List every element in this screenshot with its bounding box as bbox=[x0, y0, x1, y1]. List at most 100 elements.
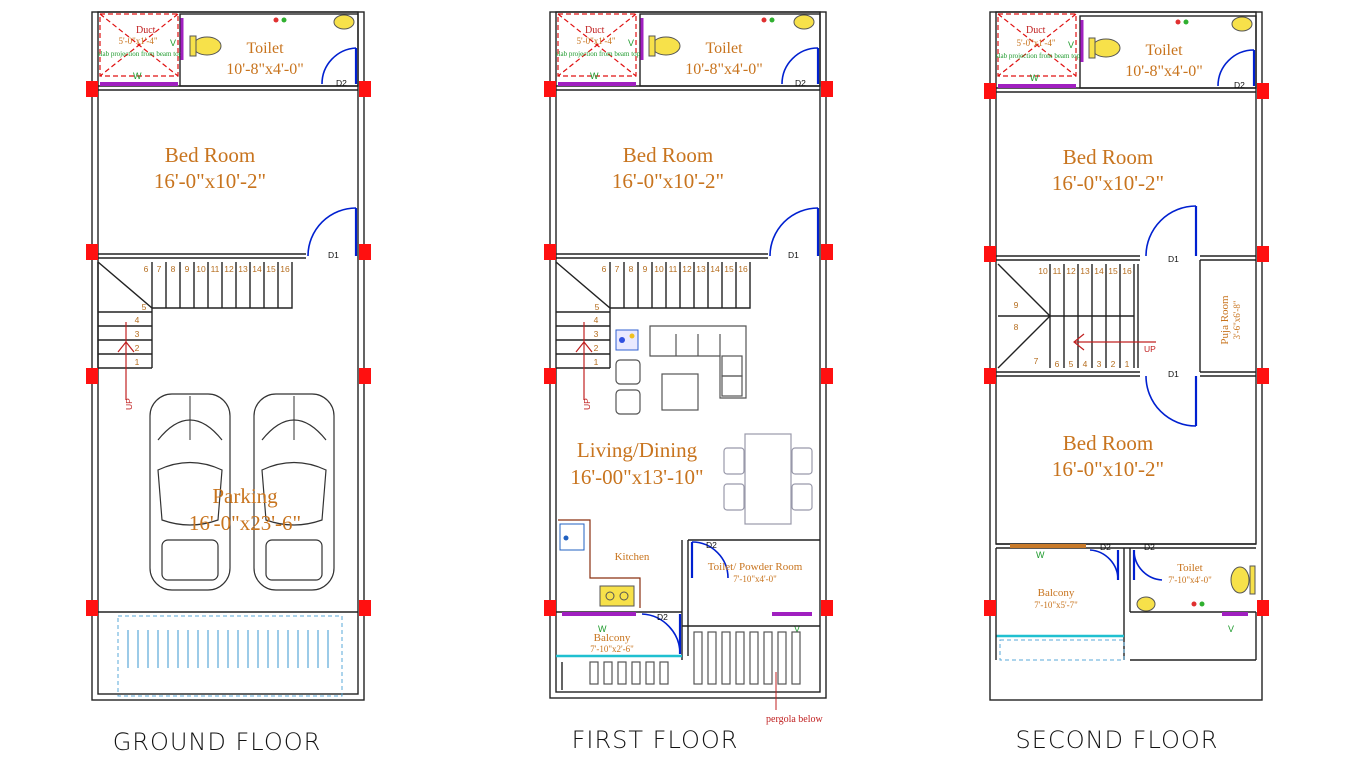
second-toilet2-label: Toilet bbox=[1177, 562, 1203, 574]
first-powder-size: 7'-10"x4'-0" bbox=[733, 574, 777, 584]
first-d1-label: D1 bbox=[788, 250, 799, 260]
ground-tap-icon bbox=[273, 17, 287, 23]
ground-staircase bbox=[97, 261, 293, 369]
ground-step-7: 7 bbox=[157, 264, 162, 274]
ground-step-1: 1 bbox=[135, 357, 140, 367]
second-bedroom-bottom-size: 16'-0"x10'-2" bbox=[1052, 457, 1164, 481]
ground-slab-note: slab projection from beam top bbox=[98, 50, 183, 58]
second-step-14: 14 bbox=[1094, 266, 1104, 276]
second-balcony-door-label: D2 bbox=[1100, 542, 1111, 552]
first-kitchen-counter bbox=[558, 519, 641, 608]
ground-door-d2 bbox=[321, 47, 358, 85]
second-step-11: 11 bbox=[1053, 266, 1062, 276]
ground-step-8: 8 bbox=[171, 264, 176, 274]
first-balcony-door bbox=[641, 613, 682, 655]
ground-wc-icon bbox=[189, 35, 222, 57]
ground-outer-wall bbox=[91, 11, 365, 701]
second-bedroom-top-size: 16'-0"x10'-2" bbox=[1052, 171, 1164, 195]
second-duct-size: 5'-0"x1'-4" bbox=[1016, 38, 1055, 48]
ground-step-10: 10 bbox=[196, 264, 206, 274]
first-living-size: 16'-00"x13'-10" bbox=[570, 465, 703, 489]
second-staircase bbox=[997, 263, 1135, 369]
second-floor-title: SECOND FLOOR bbox=[1016, 726, 1219, 754]
first-door-d2 bbox=[781, 47, 820, 85]
ground-step-4: 4 bbox=[135, 315, 140, 325]
second-slab-note: slab projection from beam top bbox=[996, 52, 1081, 60]
first-balcony-door-label: D2 bbox=[657, 612, 668, 622]
first-floor-title: FIRST FLOOR bbox=[572, 726, 739, 754]
first-step-15: 15 bbox=[724, 264, 734, 274]
second-wc-icon bbox=[1088, 37, 1121, 59]
ground-parking-label: Parking bbox=[212, 484, 278, 508]
first-bedroom-size: 16'-0"x10'-2" bbox=[612, 169, 724, 193]
first-step-9: 9 bbox=[643, 264, 648, 274]
ground-step-12: 12 bbox=[224, 264, 234, 274]
second-window-label: W bbox=[1030, 73, 1039, 83]
second-step-10: 10 bbox=[1038, 266, 1048, 276]
ground-duct-label: Duct bbox=[136, 25, 156, 36]
first-step-13: 13 bbox=[696, 264, 706, 274]
second-d2-label: D2 bbox=[1234, 80, 1245, 90]
second-stair-up-arrow bbox=[1073, 333, 1156, 351]
second-step-12: 12 bbox=[1066, 266, 1076, 276]
second-puja-label: Puja Room bbox=[1219, 295, 1231, 345]
first-bedroom-label: Bed Room bbox=[623, 143, 713, 167]
first-up-label: UP bbox=[582, 398, 592, 410]
ground-stair-up-arrow bbox=[117, 322, 135, 400]
ground-floor-title: GROUND FLOOR bbox=[113, 728, 322, 756]
ground-step-2: 2 bbox=[135, 343, 140, 353]
first-duct-label: Duct bbox=[585, 25, 605, 36]
first-pergola bbox=[561, 625, 820, 710]
first-toilet-label: Toilet bbox=[705, 40, 743, 57]
second-d1-bottom-label: D1 bbox=[1168, 369, 1179, 379]
second-up-label: UP bbox=[1144, 344, 1156, 354]
first-duct bbox=[557, 13, 637, 77]
second-step-5: 5 bbox=[1069, 359, 1074, 369]
first-step-11: 11 bbox=[669, 264, 678, 274]
first-pergola-label: pergola below bbox=[766, 714, 824, 725]
ground-door-d1 bbox=[307, 207, 358, 257]
ground-step-13: 13 bbox=[238, 264, 248, 274]
first-kitchen-label: Kitchen bbox=[615, 551, 650, 563]
second-toilet2-size: 7'-10"x4'-0" bbox=[1168, 575, 1212, 585]
second-step-16: 16 bbox=[1122, 266, 1132, 276]
first-vent-label: V bbox=[628, 38, 634, 48]
ground-bedroom-size: 16'-0"x10'-2" bbox=[154, 169, 266, 193]
second-toilet2-door bbox=[1132, 549, 1163, 581]
ground-d2-label: D2 bbox=[336, 78, 347, 88]
second-toilet2-basin-icon bbox=[1136, 596, 1156, 612]
second-step-3: 3 bbox=[1097, 359, 1102, 369]
first-inner-wall bbox=[555, 11, 821, 693]
second-balcony-size: 7'-10"x5'-7" bbox=[1034, 600, 1078, 610]
second-balcony-door bbox=[1089, 549, 1120, 581]
ground-step-3: 3 bbox=[135, 329, 140, 339]
first-columns bbox=[544, 81, 833, 616]
ground-toilet-label: Toilet bbox=[246, 40, 284, 57]
first-sofa-set-icon bbox=[615, 325, 747, 415]
second-toilet2-wc-icon bbox=[1230, 565, 1256, 595]
first-toilet-size: 10'-8"x4'-0" bbox=[685, 61, 762, 78]
first-powder-label: Toilet/ Powder Room bbox=[708, 561, 803, 573]
second-duct bbox=[997, 13, 1077, 77]
second-balcony-window-label: W bbox=[1036, 550, 1045, 560]
ground-up-label: UP bbox=[124, 398, 134, 410]
first-staircase bbox=[555, 261, 751, 369]
first-step-12: 12 bbox=[682, 264, 692, 274]
second-tap-icon bbox=[1175, 19, 1189, 25]
second-door-d1-bottom bbox=[1145, 375, 1198, 427]
ground-columns bbox=[86, 81, 371, 616]
first-dining-table-icon bbox=[723, 433, 813, 525]
first-step-4: 4 bbox=[594, 315, 599, 325]
first-door-d1 bbox=[769, 207, 820, 257]
first-step-1: 1 bbox=[594, 357, 599, 367]
second-balcony-label: Balcony bbox=[1038, 587, 1075, 599]
first-balcony-window-label: W bbox=[598, 624, 607, 634]
second-vent-label: V bbox=[1068, 40, 1074, 50]
second-floor-plan: Duct 5'-0"x1'-4" slab projection from be… bbox=[984, 11, 1269, 754]
second-toilet2-vent-label: V bbox=[1228, 624, 1234, 634]
ground-step-9: 9 bbox=[185, 264, 190, 274]
ground-window-label: W bbox=[133, 71, 142, 81]
first-step-3: 3 bbox=[594, 329, 599, 339]
first-balcony-size: 7'-10"x2'-6" bbox=[590, 644, 634, 654]
